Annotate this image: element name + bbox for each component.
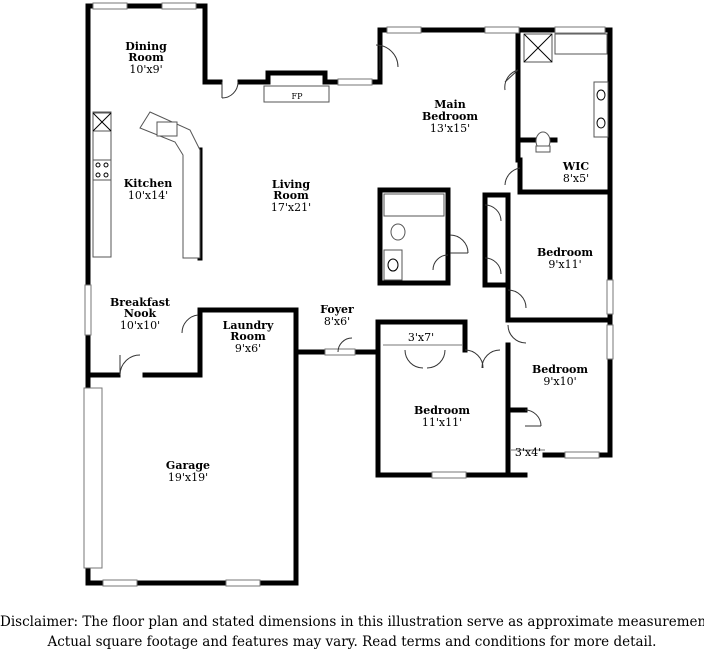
- room-name: Dining: [125, 40, 167, 53]
- room-name: Bedroom: [422, 110, 478, 123]
- window: [484, 26, 520, 34]
- door: [221, 81, 239, 99]
- kitchen-sink: [156, 121, 178, 137]
- room-dims: 9'x11': [548, 258, 581, 271]
- fixtures: [92, 33, 609, 451]
- stove: [92, 159, 112, 181]
- vanity: [383, 249, 403, 281]
- room-name: Bedroom: [537, 246, 593, 259]
- window: [606, 279, 614, 315]
- room-name: Bedroom: [532, 363, 588, 376]
- door: [507, 289, 527, 309]
- room-dims: 17'x21': [271, 201, 311, 214]
- door: [375, 44, 399, 70]
- room-name: Room: [273, 189, 309, 202]
- window: [386, 26, 422, 34]
- door: [507, 324, 527, 344]
- peninsula-counter: [139, 111, 201, 259]
- window: [161, 2, 197, 10]
- window: [102, 579, 138, 587]
- room-name: Laundry: [223, 319, 274, 332]
- door: [181, 314, 199, 334]
- window: [606, 324, 614, 360]
- room-name: Living: [272, 178, 310, 191]
- door: [449, 234, 469, 254]
- bathtub: [383, 193, 445, 217]
- door: [324, 337, 356, 356]
- room-dims: 8'x5': [563, 172, 589, 185]
- window: [92, 2, 128, 10]
- room-dims: 10'x14': [128, 189, 168, 202]
- room-name: WIC: [562, 160, 589, 173]
- door: [484, 257, 502, 275]
- door: [464, 349, 501, 369]
- room-name: Kitchen: [124, 177, 173, 190]
- door: [504, 167, 521, 186]
- room-dims: 10'x10': [120, 319, 160, 332]
- garage-door: [83, 387, 103, 569]
- room-name: Room: [230, 330, 266, 343]
- doors: [119, 44, 542, 427]
- fireplace: [263, 85, 330, 103]
- room-dims: 8'x6': [324, 315, 350, 328]
- window: [337, 78, 373, 86]
- room-name: Bedroom: [414, 404, 470, 417]
- door: [432, 254, 449, 271]
- door: [484, 204, 502, 222]
- room-dims: 3'x4': [515, 446, 541, 459]
- window: [84, 284, 92, 336]
- windows: [83, 2, 614, 587]
- room-name: Foyer: [320, 303, 354, 316]
- room-dims: 11'x11': [422, 416, 462, 429]
- floor-plan: Dining Room 10'x9' Kitchen 10'x14' Livin…: [83, 2, 614, 587]
- window: [554, 26, 606, 34]
- disclaimer: Disclaimer: The floor plan and stated di…: [0, 612, 704, 652]
- fireplace-label: FP: [292, 92, 304, 101]
- room-name: Garage: [166, 459, 210, 472]
- door: [504, 69, 519, 91]
- disclaimer-line: Actual square footage and features may v…: [47, 634, 657, 650]
- window: [431, 471, 467, 479]
- door: [119, 354, 141, 376]
- door: [404, 349, 446, 369]
- walls: [85, 3, 613, 586]
- room-dims: 10'x9': [129, 63, 162, 76]
- room-dims: 19'x19': [168, 471, 208, 484]
- counter: [92, 111, 112, 258]
- room-name: Main: [434, 98, 465, 111]
- door: [524, 409, 542, 427]
- room-name: Nook: [124, 307, 157, 320]
- room-dims: 9'x6': [235, 342, 261, 355]
- bathtub: [554, 33, 608, 55]
- room-dims: 9'x10': [543, 375, 576, 388]
- room-dims: 13'x15': [430, 122, 470, 135]
- window: [564, 451, 600, 459]
- window: [225, 579, 261, 587]
- disclaimer-line: Disclaimer: The floor plan and stated di…: [0, 614, 704, 630]
- toilet: [390, 223, 406, 241]
- room-name: Breakfast: [110, 296, 171, 309]
- room-labels: Dining Room 10'x9' Kitchen 10'x14' Livin…: [110, 40, 593, 484]
- room-name: Room: [128, 51, 164, 64]
- room-dims: 3'x7': [408, 331, 434, 344]
